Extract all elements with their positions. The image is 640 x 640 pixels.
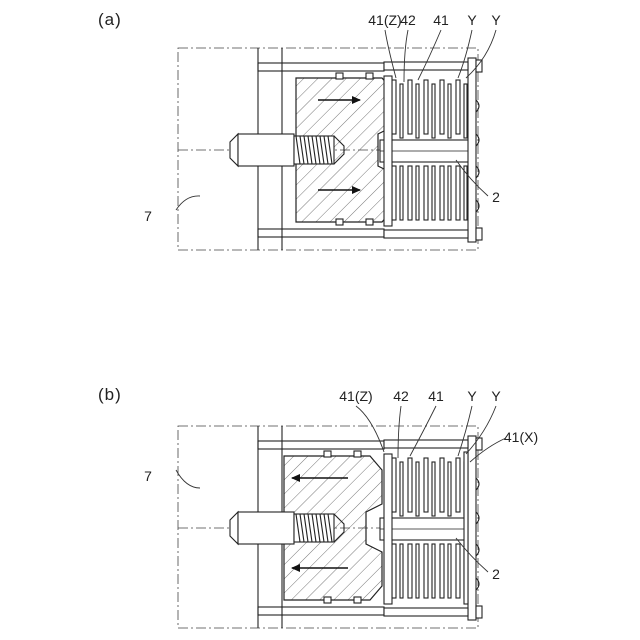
panel-a: (a) 41(Z) 42 41 Y Y 2 7 (98, 10, 501, 250)
drum-lip (476, 606, 482, 618)
callout-y-2: Y (491, 388, 501, 404)
friction-plate (408, 166, 412, 220)
drum-bottom (384, 608, 468, 616)
friction-plate (456, 166, 460, 220)
piston-seal (324, 597, 331, 603)
callout-y-1: Y (467, 12, 477, 28)
callout-42: 42 (393, 388, 409, 404)
panel-label: (a) (98, 10, 122, 29)
friction-plate (448, 544, 451, 598)
friction-plate (392, 544, 396, 598)
friction-plate (400, 544, 403, 598)
callout-y-1: Y (467, 388, 477, 404)
friction-plate (440, 544, 444, 598)
leader-line (176, 196, 200, 210)
friction-plate (440, 458, 444, 512)
friction-plate (392, 80, 396, 134)
friction-plate (448, 84, 451, 138)
friction-plate (448, 462, 451, 516)
housing-top-rail (258, 441, 384, 449)
pressure-plate (384, 454, 392, 604)
bolt-head (238, 512, 294, 544)
clamp-device-b (176, 406, 506, 628)
friction-plate (408, 544, 412, 598)
friction-plate (456, 544, 460, 598)
callout-41x: 41(X) (504, 429, 538, 445)
friction-plate (464, 84, 467, 138)
friction-plate (456, 80, 460, 134)
callout-41: 41 (433, 12, 449, 28)
housing-bottom-rail (258, 229, 384, 237)
friction-plate (432, 462, 435, 516)
friction-plate (408, 458, 412, 512)
callout-7: 7 (144, 468, 152, 484)
piston-seal (336, 73, 343, 79)
bolt-tip (230, 512, 238, 544)
friction-plate (440, 80, 444, 134)
friction-plate (416, 84, 419, 138)
end-plate-x (464, 452, 468, 604)
drum-wall (468, 58, 476, 242)
leader-line (385, 30, 396, 78)
callout-y-2: Y (491, 12, 501, 28)
callout-7: 7 (144, 208, 152, 224)
friction-plate (432, 166, 435, 220)
callout-41: 41 (428, 388, 444, 404)
piston-seal (354, 597, 361, 603)
drum-top (384, 440, 468, 448)
friction-plate (432, 84, 435, 138)
bolt-head (238, 134, 294, 166)
bolt-tip (230, 134, 238, 166)
friction-plate (424, 544, 428, 598)
piston-seal (336, 219, 343, 225)
callout-42: 42 (400, 12, 416, 28)
callout-41z: 41(Z) (368, 12, 401, 28)
friction-plate (416, 544, 419, 598)
friction-plate (448, 166, 451, 220)
friction-plate (424, 166, 428, 220)
piston-seal (366, 219, 373, 225)
friction-plate (416, 462, 419, 516)
drum-bottom (384, 230, 468, 238)
friction-plate (424, 458, 428, 512)
friction-plate (400, 462, 403, 516)
friction-plate (456, 458, 460, 512)
friction-plate (440, 166, 444, 220)
piston-seal (366, 73, 373, 79)
callout-2: 2 (492, 566, 500, 582)
drum-lip (476, 228, 482, 240)
housing-top-rail (258, 63, 384, 71)
leader-line (398, 406, 401, 458)
leader-line (176, 470, 200, 488)
drum-wall (468, 436, 476, 620)
friction-plate (424, 80, 428, 134)
leader-line (418, 30, 441, 80)
friction-plate (416, 166, 419, 220)
callout-41z: 41(Z) (339, 388, 372, 404)
panel-b: (b) 41(Z) 42 41 Y Y 41(X) 2 7 (98, 385, 538, 628)
piston-seal (324, 451, 331, 457)
friction-plate (432, 544, 435, 598)
friction-plate (408, 80, 412, 134)
pressure-plate (384, 76, 392, 226)
friction-plate (400, 166, 403, 220)
leader-line (404, 30, 408, 82)
panel-label: (b) (98, 385, 122, 404)
housing-bottom-rail (258, 607, 384, 615)
drum-lip (476, 438, 482, 450)
piston-seal (354, 451, 361, 457)
friction-plate (392, 458, 396, 512)
friction-plate (400, 84, 403, 138)
callout-2: 2 (492, 189, 500, 205)
friction-plate (392, 166, 396, 220)
clamp-device-a (176, 30, 496, 250)
